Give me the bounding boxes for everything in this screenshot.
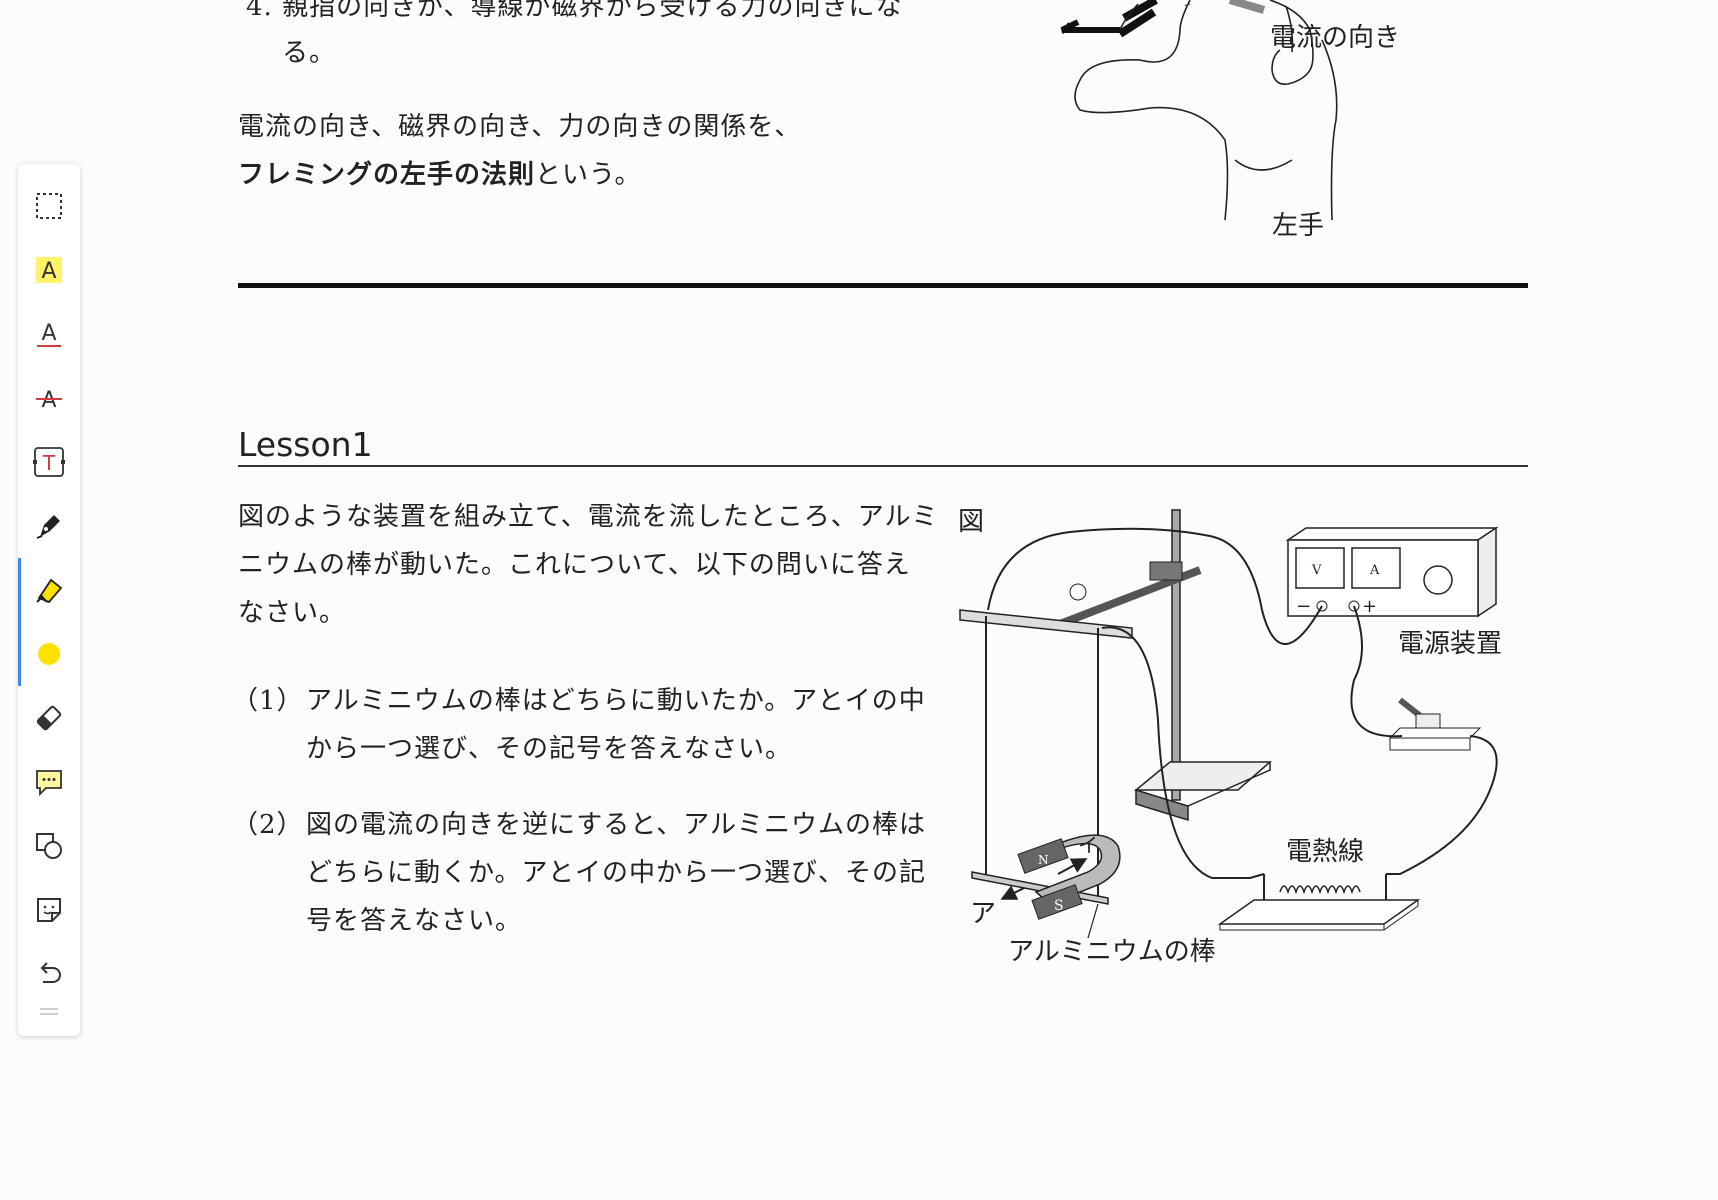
highlighter-icon <box>36 578 63 604</box>
highlight-a-icon: A <box>36 257 62 284</box>
lesson-title: Lesson1 <box>238 425 373 464</box>
question-1-line-1: アルミニウムの棒はどちらに動いたか。アとイの中 <box>306 686 926 716</box>
pen-icon <box>36 515 60 539</box>
voltmeter-label: V <box>1311 563 1322 578</box>
question-2-line-3: 号を答えなさい。 <box>306 906 523 936</box>
experiment-apparatus-figure: 図 N S ア イ アルミニウムの棒 V A − <box>958 507 1502 967</box>
sticker-tool[interactable] <box>18 882 80 938</box>
power-supply: V A − + <box>1285 526 1499 618</box>
strikethrough-text-tool[interactable]: A <box>18 370 80 426</box>
text-box-icon: T <box>33 447 65 477</box>
dashed-rectangle-icon <box>36 193 62 219</box>
underline-a-icon: A <box>37 321 61 347</box>
underline-text-tool[interactable]: A <box>18 306 80 362</box>
question-2-number: （2） <box>232 810 304 840</box>
shape-tool[interactable] <box>18 818 80 874</box>
question-1-number: （1） <box>232 686 304 716</box>
heating-wire <box>1217 874 1421 931</box>
direction-a-label: ア <box>970 899 996 929</box>
selection-tool[interactable] <box>18 178 80 234</box>
pen-tool[interactable] <box>18 498 80 554</box>
hand-label-left: 左手 <box>1272 211 1324 241</box>
grip-icon <box>40 1008 58 1015</box>
direction-i-label: イ <box>1078 833 1098 857</box>
ammeter-label: A <box>1369 563 1380 578</box>
fleming-left-hand-rule: フレミングの左手の法則という。 <box>238 162 641 188</box>
item-4-line-2: る。 <box>282 38 337 68</box>
svg-text:A: A <box>41 259 56 284</box>
knife-switch <box>1388 697 1482 751</box>
magnet-n-label: N <box>1038 853 1049 867</box>
drag-handle[interactable] <box>18 994 80 1030</box>
heating-wire-label: 電熱線 <box>1286 837 1364 867</box>
lesson-intro-line-2: ニウムの棒が動いた。これについて、以下の問いに答え <box>238 550 911 580</box>
svg-text:A: A <box>41 321 56 346</box>
svg-text:T: T <box>42 451 56 475</box>
shapes-icon <box>36 833 62 859</box>
stand-base <box>1133 761 1272 791</box>
highlight-text-tool[interactable]: A <box>18 242 80 298</box>
strikethrough-a-icon: A <box>36 388 62 413</box>
svg-text:A: A <box>41 388 56 413</box>
left-hand-illustration: 電流の向き 左手 <box>1060 0 1400 241</box>
sticker-icon <box>37 898 61 922</box>
undo-icon <box>40 962 61 983</box>
eraser-tool[interactable] <box>18 690 80 746</box>
text-box-tool[interactable]: T <box>18 434 80 490</box>
minus-terminal-label: − <box>1296 596 1311 617</box>
question-2-line-1: 図の電流の向きを逆にすると、アルミニウムの棒は <box>306 810 926 840</box>
undo-button[interactable] <box>18 946 80 1002</box>
summary-bold-term: フレミングの左手の法則 <box>238 160 536 190</box>
magnet-s-label: S <box>1054 898 1064 914</box>
figure-label: 図 <box>958 507 984 537</box>
lesson-intro-line-1: 図のような装置を組み立て、電流を流したところ、アルミ <box>238 502 939 532</box>
item-4-line-1: 4. 親指の向きが、導線が磁界から受ける力の向きにな <box>246 0 903 22</box>
power-supply-label: 電源装置 <box>1398 629 1502 659</box>
summary-tail: という。 <box>535 160 642 190</box>
color-picker[interactable] <box>18 622 80 686</box>
question-2-line-2: どちらに動くか。アとイの中から一つ選び、その記 <box>306 858 926 888</box>
lesson-title-underline <box>238 465 1528 467</box>
stand-rod <box>1171 509 1181 801</box>
annotation-toolbar: A A A T <box>18 164 80 1036</box>
lesson-intro-line-3: なさい。 <box>238 598 347 628</box>
comment-tool[interactable] <box>18 754 80 810</box>
question-1-line-2: から一つ選び、その記号を答えなさい。 <box>306 734 793 764</box>
highlighter-tool[interactable] <box>18 558 80 622</box>
yellow-dot-icon <box>38 643 60 665</box>
comment-icon <box>36 770 62 797</box>
hand-label-current: 電流の向き <box>1270 23 1400 53</box>
section-divider <box>238 283 1528 288</box>
eraser-icon <box>36 705 62 731</box>
summary-line-1: 電流の向き、磁界の向き、力の向きの関係を、 <box>238 112 802 142</box>
plus-terminal-label: + <box>1362 596 1377 617</box>
rod-label: アルミニウムの棒 <box>1008 937 1216 967</box>
